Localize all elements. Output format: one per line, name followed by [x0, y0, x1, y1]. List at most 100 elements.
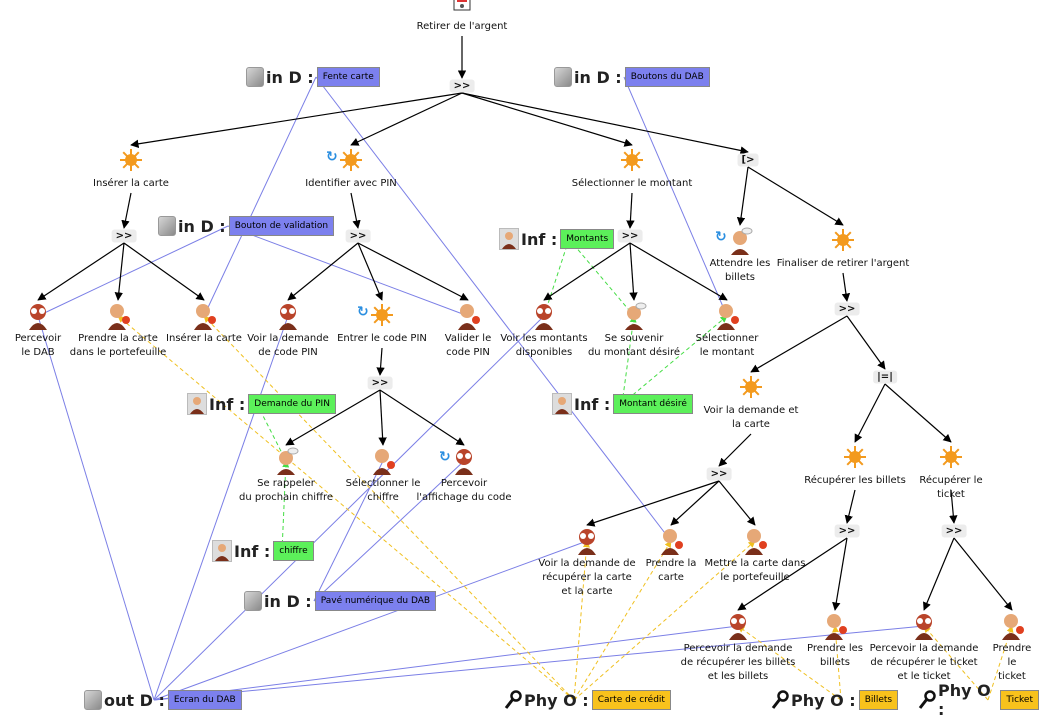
object-kind: out D :	[104, 690, 165, 710]
task-label[interactable]: Se souvenir du montant désiré	[587, 333, 681, 358]
task-label[interactable]: Attendre les billets	[709, 258, 771, 283]
task-label[interactable]: Sélectionner le montant	[695, 333, 759, 358]
hierarchy-arrow	[37, 242, 125, 301]
operator-node[interactable]: >>	[617, 229, 643, 243]
operator-node[interactable]: >>	[111, 229, 137, 243]
task-label[interactable]: Identifier avec PIN	[305, 178, 397, 189]
object-name: Boutons du DAB	[624, 67, 710, 87]
motor-task-icon	[658, 527, 684, 555]
task-label[interactable]: Insérer la carte	[93, 178, 169, 189]
physical-object-link	[573, 540, 756, 701]
task-label[interactable]: Prendre les billets	[807, 643, 863, 668]
object-name: Montants	[560, 229, 615, 249]
hierarchy-arrow	[923, 537, 955, 611]
operator-node[interactable]: [>	[737, 153, 759, 167]
task-label[interactable]: Valider le code PIN	[444, 333, 492, 358]
task-label[interactable]: Percevoir la demande de récupérer le tic…	[869, 643, 979, 682]
object-phy[interactable]: Phy O :Ticket	[918, 681, 1039, 719]
task-label[interactable]: Récupérer les billets	[804, 475, 906, 486]
object-kind: Inf :	[234, 541, 271, 561]
task-label[interactable]: Prendre le ticket	[992, 643, 1032, 682]
physical-object-link	[117, 315, 575, 701]
object-in[interactable]: in D :Pavé numérique du DAB	[244, 590, 437, 612]
physical-object-link	[737, 625, 842, 701]
operator-node[interactable]: >>	[345, 229, 371, 243]
operator-node[interactable]: >>	[834, 302, 860, 316]
information-link	[621, 315, 637, 405]
hierarchy-arrow	[543, 242, 631, 301]
object-inf[interactable]: Inf :Demande du PIN	[187, 393, 336, 415]
hierarchy-arrow	[846, 315, 886, 370]
hierarchy-arrow	[357, 242, 469, 301]
object-name: Montant désiré	[613, 394, 693, 414]
information-link	[568, 238, 635, 317]
object-phy[interactable]: Phy O :Carte de crédit	[504, 689, 671, 711]
object-in[interactable]: in D :Bouton de validation	[158, 215, 335, 237]
motor-task-icon	[714, 302, 740, 330]
hierarchy-arrow	[629, 242, 728, 301]
user-info-icon	[499, 228, 519, 250]
object-phy[interactable]: Phy O :Billets	[771, 689, 899, 711]
hierarchy-arrow	[737, 537, 848, 611]
hierarchy-arrow	[884, 383, 952, 443]
task-label[interactable]: Sélectionner le montant	[571, 178, 693, 189]
operator-node[interactable]: >>	[367, 376, 393, 390]
task-label[interactable]: Percevoir le DAB	[14, 333, 62, 358]
task-label[interactable]: Voir les montants disponibles	[500, 333, 588, 358]
physical-object-link	[573, 540, 672, 701]
task-label[interactable]: Prendre la carte	[645, 558, 697, 583]
object-name: Demande du PIN	[248, 394, 336, 414]
hierarchy-arrow	[949, 489, 958, 524]
hierarchy-arrow	[844, 489, 856, 524]
hierarchy-arrow	[953, 537, 1013, 611]
task-label[interactable]: Finaliser de retirer l'argent	[776, 258, 910, 269]
device-link	[203, 76, 317, 317]
task-label[interactable]: Voir la demande de récupérer la carte et…	[538, 558, 636, 597]
task-label[interactable]: Retirer de l'argent	[416, 21, 508, 32]
operator-node[interactable]: >>	[706, 467, 732, 481]
physical-object-link	[573, 540, 590, 701]
task-label[interactable]: Mettre la carte dans le portefeuille	[704, 558, 806, 583]
hierarchy-arrow	[376, 347, 385, 376]
device-link	[623, 76, 728, 317]
device-icon	[244, 591, 262, 611]
hierarchy-arrow	[461, 92, 749, 155]
perception-task-icon	[911, 612, 937, 640]
hierarchy-arrow	[736, 166, 749, 226]
hierarchy-arrow	[718, 433, 752, 467]
abstract-task-icon	[830, 227, 856, 255]
task-label[interactable]: Se rappeler du prochain chiffre	[238, 478, 334, 503]
hierarchy-arrow	[626, 192, 635, 229]
object-inf[interactable]: Inf :Montant désiré	[552, 393, 693, 415]
object-out[interactable]: out D :Ecran du DAB	[84, 689, 242, 711]
task-label[interactable]: Récupérer le ticket	[919, 475, 983, 500]
cognitive-task-icon	[273, 447, 299, 475]
task-label[interactable]: Entrer le code PIN	[337, 333, 427, 344]
operator-node[interactable]: >>	[449, 79, 475, 93]
device-link	[37, 315, 155, 701]
task-label[interactable]: Voir la demande et la carte	[703, 405, 799, 430]
object-in[interactable]: in D :Fente carte	[246, 66, 380, 88]
object-name: Ecran du DAB	[167, 690, 242, 710]
device-link	[153, 315, 545, 701]
object-in[interactable]: in D :Boutons du DAB	[554, 66, 710, 88]
hierarchy-arrow	[586, 480, 720, 527]
task-label[interactable]: Insérer la carte	[166, 333, 242, 344]
object-inf[interactable]: Inf :Montants	[499, 228, 615, 250]
operator-node[interactable]: >>	[941, 524, 967, 538]
operator-node[interactable]: >>	[834, 524, 860, 538]
information-link	[281, 460, 290, 552]
task-label[interactable]: Prendre la carte dans le portefeuille	[69, 333, 167, 358]
hierarchy-arrow	[461, 92, 633, 147]
hierarchy-arrow	[130, 92, 463, 148]
device-icon	[84, 690, 102, 710]
motor-task-icon	[742, 527, 768, 555]
task-label[interactable]: Voir la demande de code PIN	[247, 333, 329, 358]
device-link	[37, 225, 229, 317]
task-label[interactable]: Percevoir la demande de récupérer les bi…	[680, 643, 796, 682]
object-inf[interactable]: Inf :chiffre	[212, 540, 314, 562]
operator-node[interactable]: |=|	[873, 370, 897, 384]
object-name: Carte de crédit	[591, 690, 671, 710]
task-label[interactable]: Sélectionner le chiffre	[345, 478, 421, 503]
task-label[interactable]: Percevoir l'affichage du code	[416, 478, 512, 503]
